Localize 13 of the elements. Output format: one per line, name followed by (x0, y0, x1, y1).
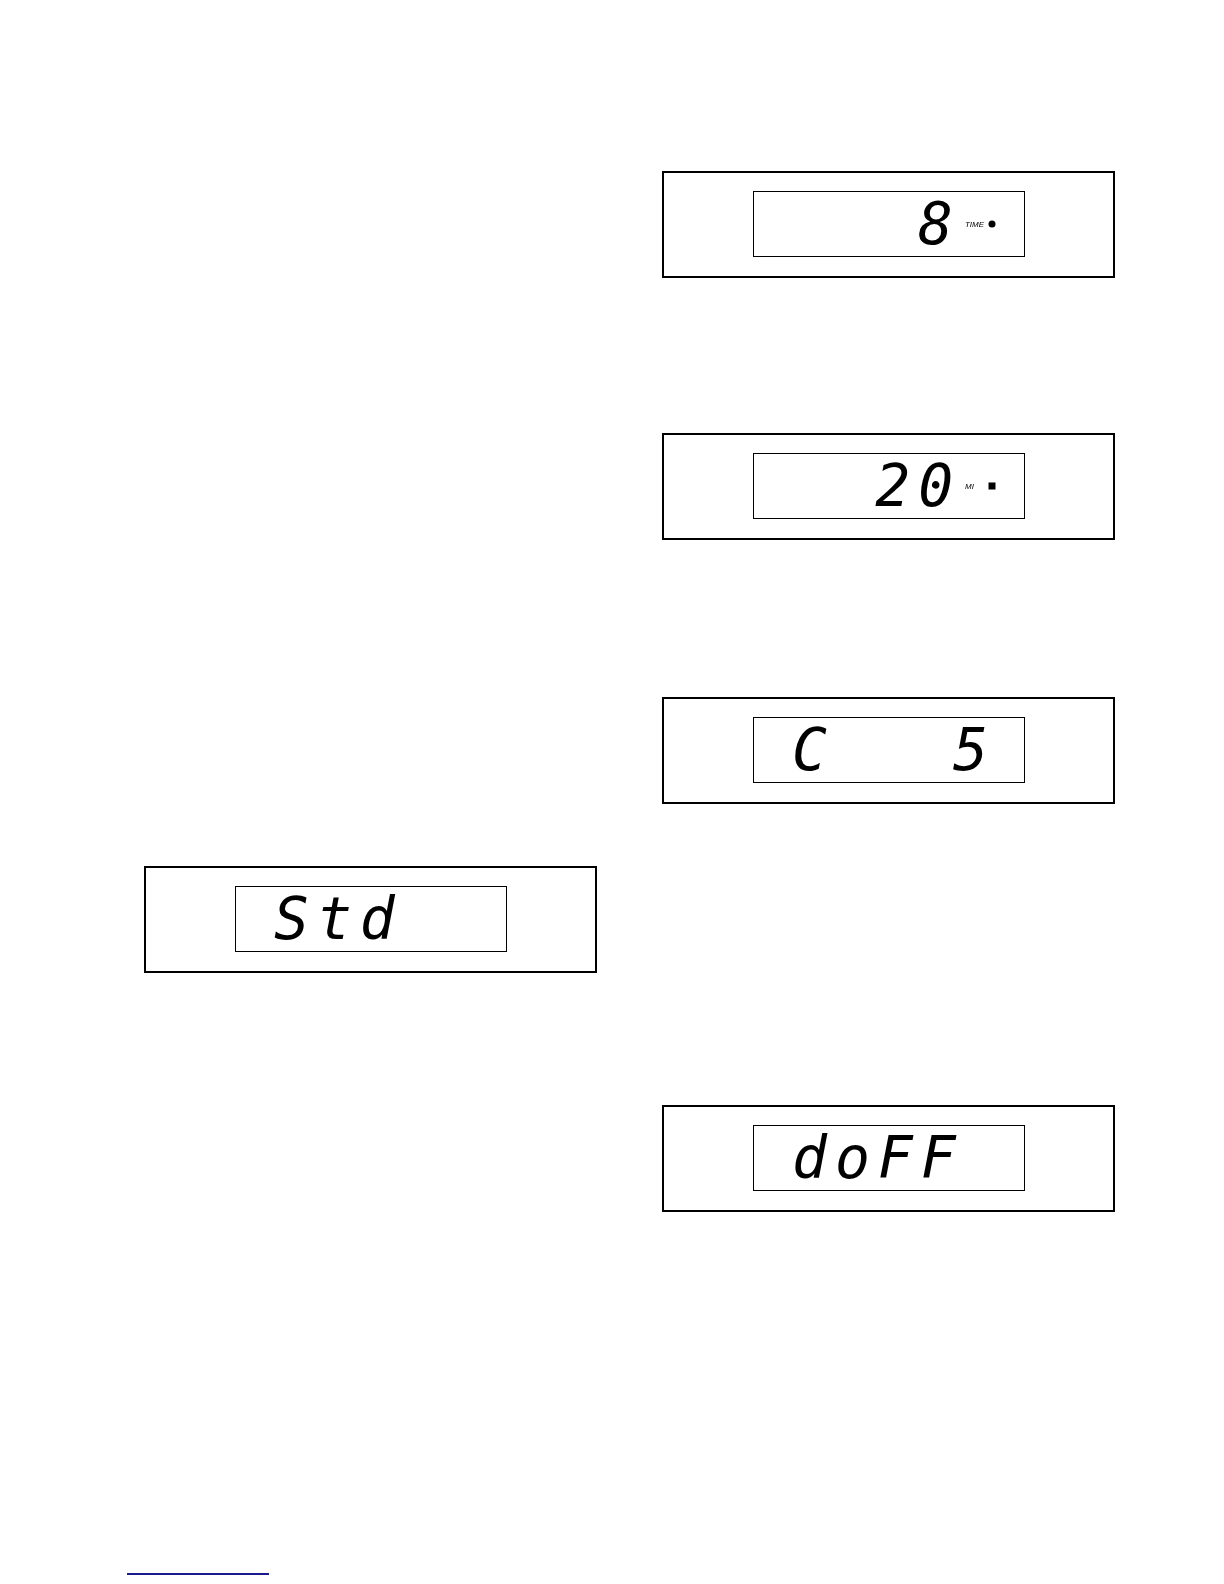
display-readout: C (792, 721, 835, 779)
display-frame (662, 433, 1115, 540)
display-frame (662, 171, 1115, 278)
display-readout: 20 (875, 457, 962, 515)
display-frame (662, 697, 1115, 804)
display-frame (662, 1105, 1115, 1212)
indicator-label: MI (965, 481, 974, 491)
display-readout: 8 (917, 195, 961, 253)
indicator-label: TIME (964, 219, 984, 229)
display-frame (144, 866, 597, 973)
display-readout: Std (274, 890, 403, 948)
display-readout: doFF (792, 1129, 964, 1187)
display-readout: 5 (953, 721, 996, 779)
